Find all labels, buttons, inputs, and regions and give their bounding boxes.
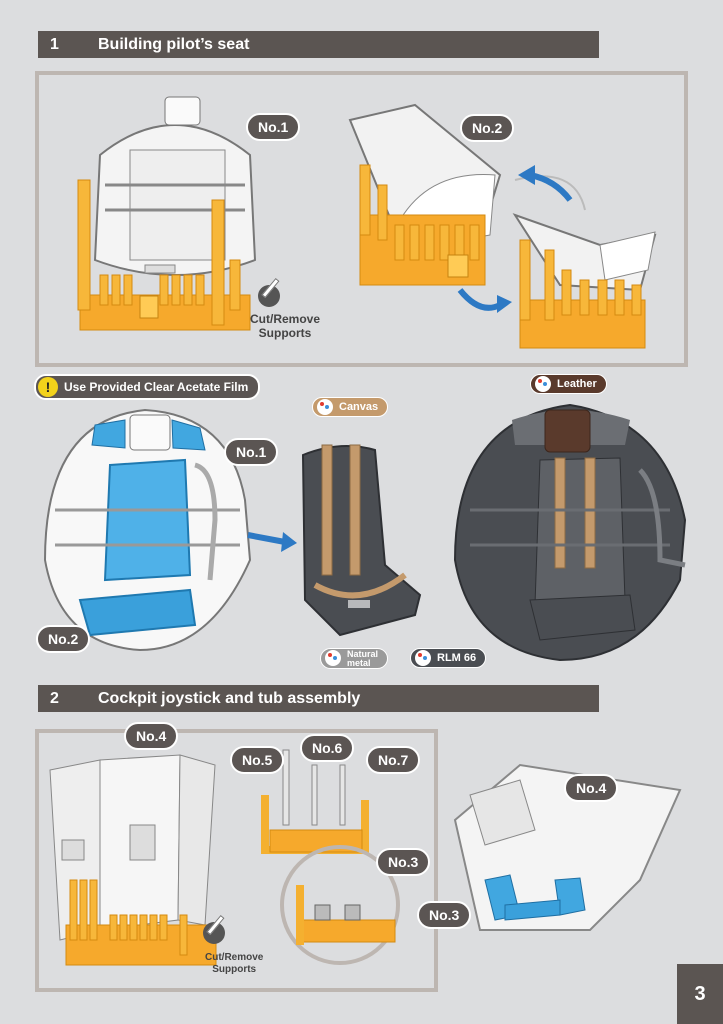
assembled-tub (453, 763, 682, 931)
tub-floor-no4 (49, 754, 217, 966)
cut-supports-note: Cut/Remove Supports (250, 312, 321, 341)
label-no4: No.4 (124, 722, 179, 750)
step-title: Cockpit joystick and tub assembly (98, 689, 361, 707)
seat-no2-rotated (512, 213, 657, 349)
cut-line-1: Cut/Remove (250, 312, 321, 326)
label-no6: No.6 (300, 734, 355, 762)
arrow-head (281, 532, 297, 552)
supports-no1 (77, 179, 251, 331)
paint-canvas-label: Canvas (339, 401, 379, 413)
step-1-frame (35, 71, 688, 367)
label-no2: No.2 (460, 114, 515, 142)
cut-line-2: Supports (212, 963, 257, 975)
joystick-detail (296, 885, 396, 945)
paint-leather: Leather (530, 374, 607, 394)
label-no3: No.3 (376, 848, 431, 876)
cut-line-2: Supports (258, 325, 312, 340)
page-number: 3 (677, 964, 723, 1024)
cut-line-1: Cut/Remove (205, 952, 264, 963)
paint-leather-label: Leather (557, 378, 597, 390)
label-no2-assembly: No.2 (36, 625, 91, 653)
label-no5: No.5 (230, 746, 285, 774)
step-2-banner: 2 Cockpit joystick and tub assembly (38, 685, 599, 712)
cut-supports-note-2: Cut/Remove Supports (205, 952, 263, 975)
seat-no2 (348, 103, 502, 286)
step-1-banner: 1 Building pilot’s seat (38, 31, 599, 58)
warning-icon: ! (38, 377, 58, 397)
detail-circle (280, 845, 400, 965)
step-number: 1 (50, 35, 59, 53)
label-no1-assembly: No.1 (224, 438, 279, 466)
paint-rlm66: RLM 66 (410, 648, 487, 668)
seat-assembly-clear-film (43, 408, 252, 652)
paint-palette-icon (535, 376, 551, 392)
clear-film-warning: ! Use Provided Clear Acetate Film (34, 374, 261, 400)
label-no1: No.1 (246, 113, 301, 141)
knife-icon (203, 922, 225, 944)
paint-natural-label-1: Natural (347, 649, 379, 659)
paint-palette-icon (325, 650, 341, 666)
label-no7: No.7 (366, 746, 421, 774)
step-2-frame (35, 729, 438, 992)
paint-rlm66-label: RLM 66 (437, 652, 477, 664)
paint-canvas: Canvas (312, 397, 389, 417)
rotation-arrows (457, 165, 586, 313)
step-title: Building pilot’s seat (98, 35, 250, 53)
assembly-arrow (247, 532, 286, 545)
paint-palette-icon (317, 399, 333, 415)
step-number: 2 (50, 689, 59, 707)
label-no4-assembled: No.4 (564, 774, 619, 802)
seat-painted (301, 444, 422, 637)
label-no3-assembled: No.3 (417, 901, 472, 929)
warning-text: Use Provided Clear Acetate Film (64, 380, 249, 394)
cockpit-seat-rlm66 (453, 403, 687, 662)
paint-natural-label-2: metal (347, 658, 371, 668)
paint-palette-icon (415, 650, 431, 666)
knife-icon (258, 285, 280, 307)
